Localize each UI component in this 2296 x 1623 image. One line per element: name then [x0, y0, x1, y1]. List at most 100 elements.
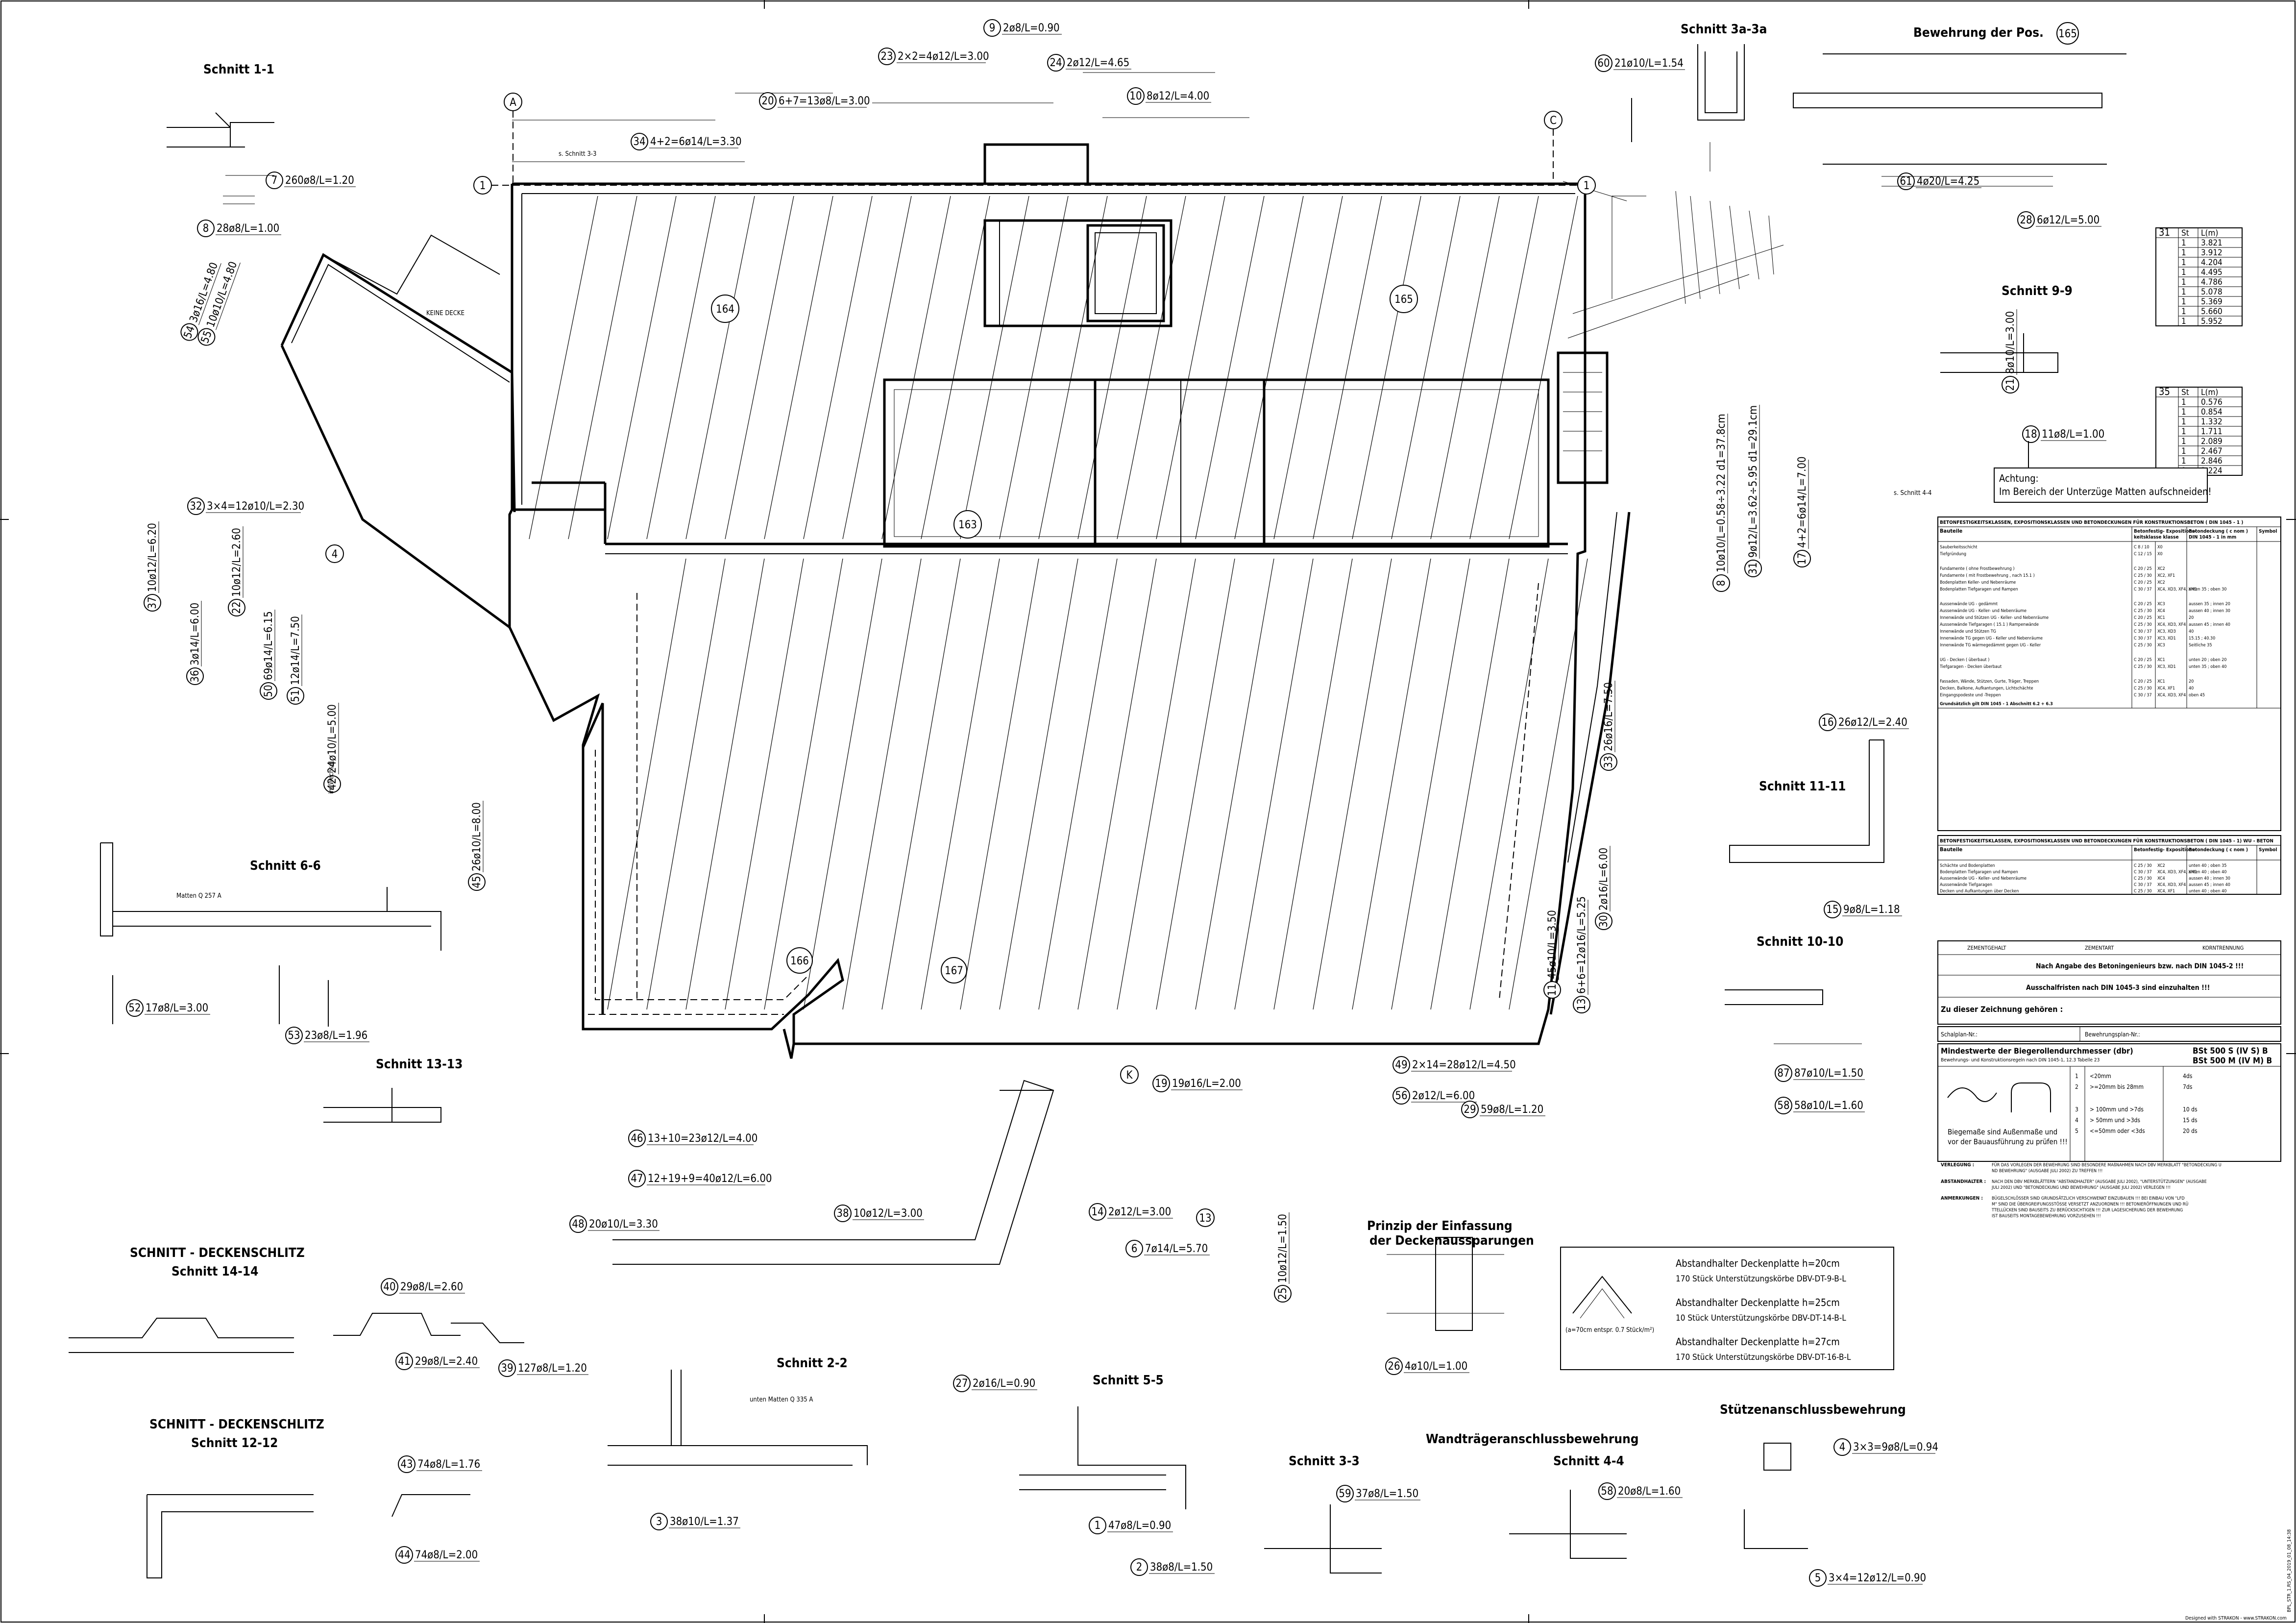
table-text: Eingangspodeste und -Treppen	[1940, 693, 2001, 698]
table-text: C 20 / 25	[2134, 602, 2152, 607]
table-text: C 25 / 30	[2134, 643, 2152, 648]
table-text: NACH DEN DBV MERKBLÄTTERN "ABSTANDHALTER…	[1992, 1179, 2207, 1184]
table-cell: 1.711	[2201, 427, 2223, 437]
table-text: DIN 1045 - 1 in mm	[2189, 535, 2236, 540]
table-text: C 25 / 30	[2134, 573, 2152, 578]
table-cell: L(m)	[2201, 228, 2218, 238]
table-text: C 25 / 30	[2134, 889, 2152, 894]
table-cell: 1	[2181, 397, 2186, 407]
concrete-table: BETONFESTIGKEITSKLASSEN, EXPOSITIONSKLAS…	[1937, 516, 2281, 1219]
position-text: 10ø12/L=1.50	[1277, 1214, 1289, 1283]
table-cell: St	[2181, 388, 2189, 397]
table-text: Schalplan-Nr.:	[1941, 1031, 1978, 1038]
position-number: 22	[231, 601, 243, 614]
position-number: 1	[1095, 1520, 1101, 1532]
table-text: BSt 500 S (IV S) B	[2193, 1046, 2268, 1056]
position-number: 58	[1601, 1485, 1613, 1498]
svg-text:Abstandhalter Deckenplatte h=2: Abstandhalter Deckenplatte h=20cm	[1676, 1257, 1840, 1269]
position-number: 2	[1136, 1561, 1143, 1574]
table-text: 10 ds	[2183, 1106, 2198, 1113]
position-number: 43	[400, 1458, 413, 1471]
position-text: 6+7=13ø8/L=3.00	[779, 95, 870, 107]
table-cell: 1	[2181, 456, 2186, 466]
table-cell: 3.912	[2201, 248, 2223, 258]
position-text: 2×14=28ø12/L=4.50	[1412, 1059, 1516, 1071]
table-text: FÜR DAS VORLEGEN DER BEWEHRUNG SIND BESO…	[1992, 1162, 2222, 1168]
position-text: 20ø8/L=1.60	[1618, 1485, 1681, 1498]
table-text: XC4	[2157, 876, 2165, 881]
position-number: 32	[190, 500, 202, 513]
table-text: X0	[2157, 545, 2163, 550]
svg-text:Schnitt 12-12: Schnitt 12-12	[191, 1436, 278, 1451]
position-number: 15	[1826, 904, 1838, 916]
position-text: 3×3=9ø8/L=0.94	[1853, 1441, 1938, 1453]
achtung-box: Achtung: Im Bereich der Unterzüge Matten…	[1994, 467, 2212, 503]
table-text: C 25 / 30	[2134, 622, 2152, 627]
concrete-table-title: BETONFESTIGKEITSKLASSEN, EXPOSITIONSKLAS…	[1940, 518, 2243, 525]
axis-1-right-marker	[1577, 176, 1596, 195]
position-number: 41	[398, 1355, 410, 1368]
table-text: C 30 / 37	[2134, 693, 2152, 698]
table-text: 1	[2075, 1073, 2078, 1080]
axis-markers: A C 1 1 4 13 K	[325, 93, 1596, 1227]
svg-text:Schnitt 4-4: Schnitt 4-4	[1553, 1454, 1624, 1469]
position-number: 87	[1777, 1067, 1789, 1080]
svg-text:Bewehrung der Pos.: Bewehrung der Pos.	[1913, 25, 2044, 40]
position-number: 58	[1777, 1100, 1789, 1112]
position-number: 8	[1715, 580, 1728, 587]
table-text: XC2	[2157, 566, 2165, 571]
axis-4-marker	[325, 544, 344, 563]
svg-text:170 Stück Unterstützungskörbe: 170 Stück Unterstützungskörbe DBV-DT-9-B…	[1676, 1274, 1846, 1284]
position-text: 74ø8/L=1.76	[417, 1458, 480, 1471]
table-text: Mindestwerte der Biegerollendurchmesser …	[1941, 1046, 2133, 1056]
position-number: 59	[1339, 1488, 1351, 1500]
table-text: aussen 40 ; innen 30	[2189, 876, 2230, 881]
table-text: aussen 45 ; innen 40	[2189, 883, 2230, 887]
slab-labels: 164 165 163 166 167	[711, 285, 1418, 984]
table-text: Symbol	[2259, 529, 2277, 534]
table-text: XC4, XF1	[2157, 686, 2175, 691]
position-p43: 43 74ø8/L=1.76	[398, 1455, 482, 1473]
table-cell: 2.467	[2201, 446, 2223, 456]
footer-credit: Designed with STRAKON - www.STRAKON.com	[2185, 1616, 2287, 1621]
svg-text:s. Schnitt 3-3: s. Schnitt 3-3	[559, 150, 596, 158]
table-text: 7ds	[2183, 1083, 2193, 1090]
table-text: XC2	[2157, 580, 2165, 585]
table-text: TTELLÜCKEN SIND BAUSEITS ZU BERÜCKSICHTI…	[1991, 1207, 2183, 1213]
position-text: 23ø8/L=1.96	[305, 1030, 367, 1042]
table-cell: 1	[2181, 437, 2186, 446]
table-text: Fundamente ( mit Frostbewehrung , nach 1…	[1940, 573, 2035, 578]
table-text: 3	[2075, 1106, 2078, 1113]
svg-text:Schnitt 14-14: Schnitt 14-14	[171, 1264, 258, 1279]
table-text: 15 ds	[2183, 1117, 2198, 1124]
table-text: Bewehrungsplan-Nr.:	[2085, 1031, 2140, 1038]
table-text: >=20mm bis 28mm	[2090, 1083, 2144, 1090]
table-text: unten 40 ; oben 40	[2189, 870, 2226, 875]
position-number: 18	[2025, 428, 2037, 441]
position-text: 6ø12/L=5.00	[2037, 214, 2100, 226]
position-number: 50	[263, 685, 275, 697]
svg-text:35: 35	[2159, 386, 2170, 397]
position-number: 13	[1576, 998, 1588, 1010]
position-text: 2ø16/L=6.00	[1598, 848, 1610, 910]
table-text: XC4, XD3, XF4	[2157, 693, 2186, 698]
position-text: 37ø8/L=1.50	[1356, 1488, 1418, 1500]
axis-K-marker	[1120, 1065, 1139, 1084]
table-text: Betondeckung ( c nom )	[2189, 847, 2248, 853]
position-text: 29ø8/L=2.40	[415, 1355, 478, 1368]
